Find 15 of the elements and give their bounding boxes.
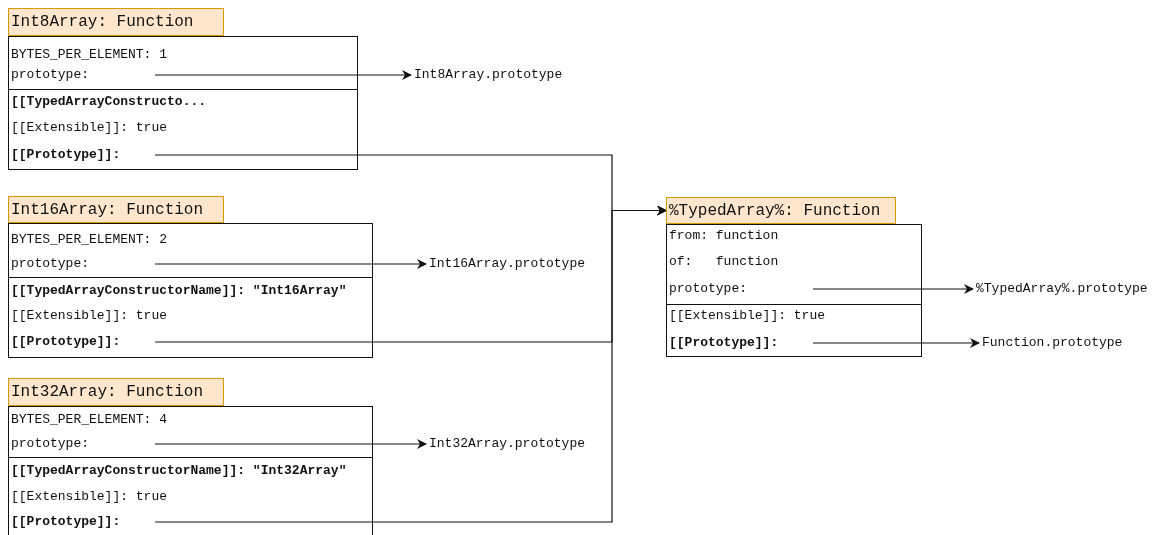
object-header: Int16Array: Function	[8, 196, 224, 223]
arrow	[154, 259, 427, 269]
arrow	[154, 205, 667, 523]
target-label: %TypedArray%.prototype	[976, 280, 1148, 298]
target-label: Int32Array.prototype	[429, 435, 586, 453]
target-label: Int8Array.prototype	[414, 66, 563, 84]
object-header: %TypedArray%: Function	[666, 197, 896, 224]
object-header: Int32Array: Function	[8, 378, 224, 406]
arrow	[812, 284, 974, 294]
arrow	[812, 338, 980, 348]
target-label: Int16Array.prototype	[429, 255, 586, 273]
target-label: Function.prototype	[982, 334, 1123, 352]
arrow	[154, 439, 427, 449]
object-header: Int8Array: Function	[8, 8, 224, 36]
arrow	[154, 70, 412, 80]
